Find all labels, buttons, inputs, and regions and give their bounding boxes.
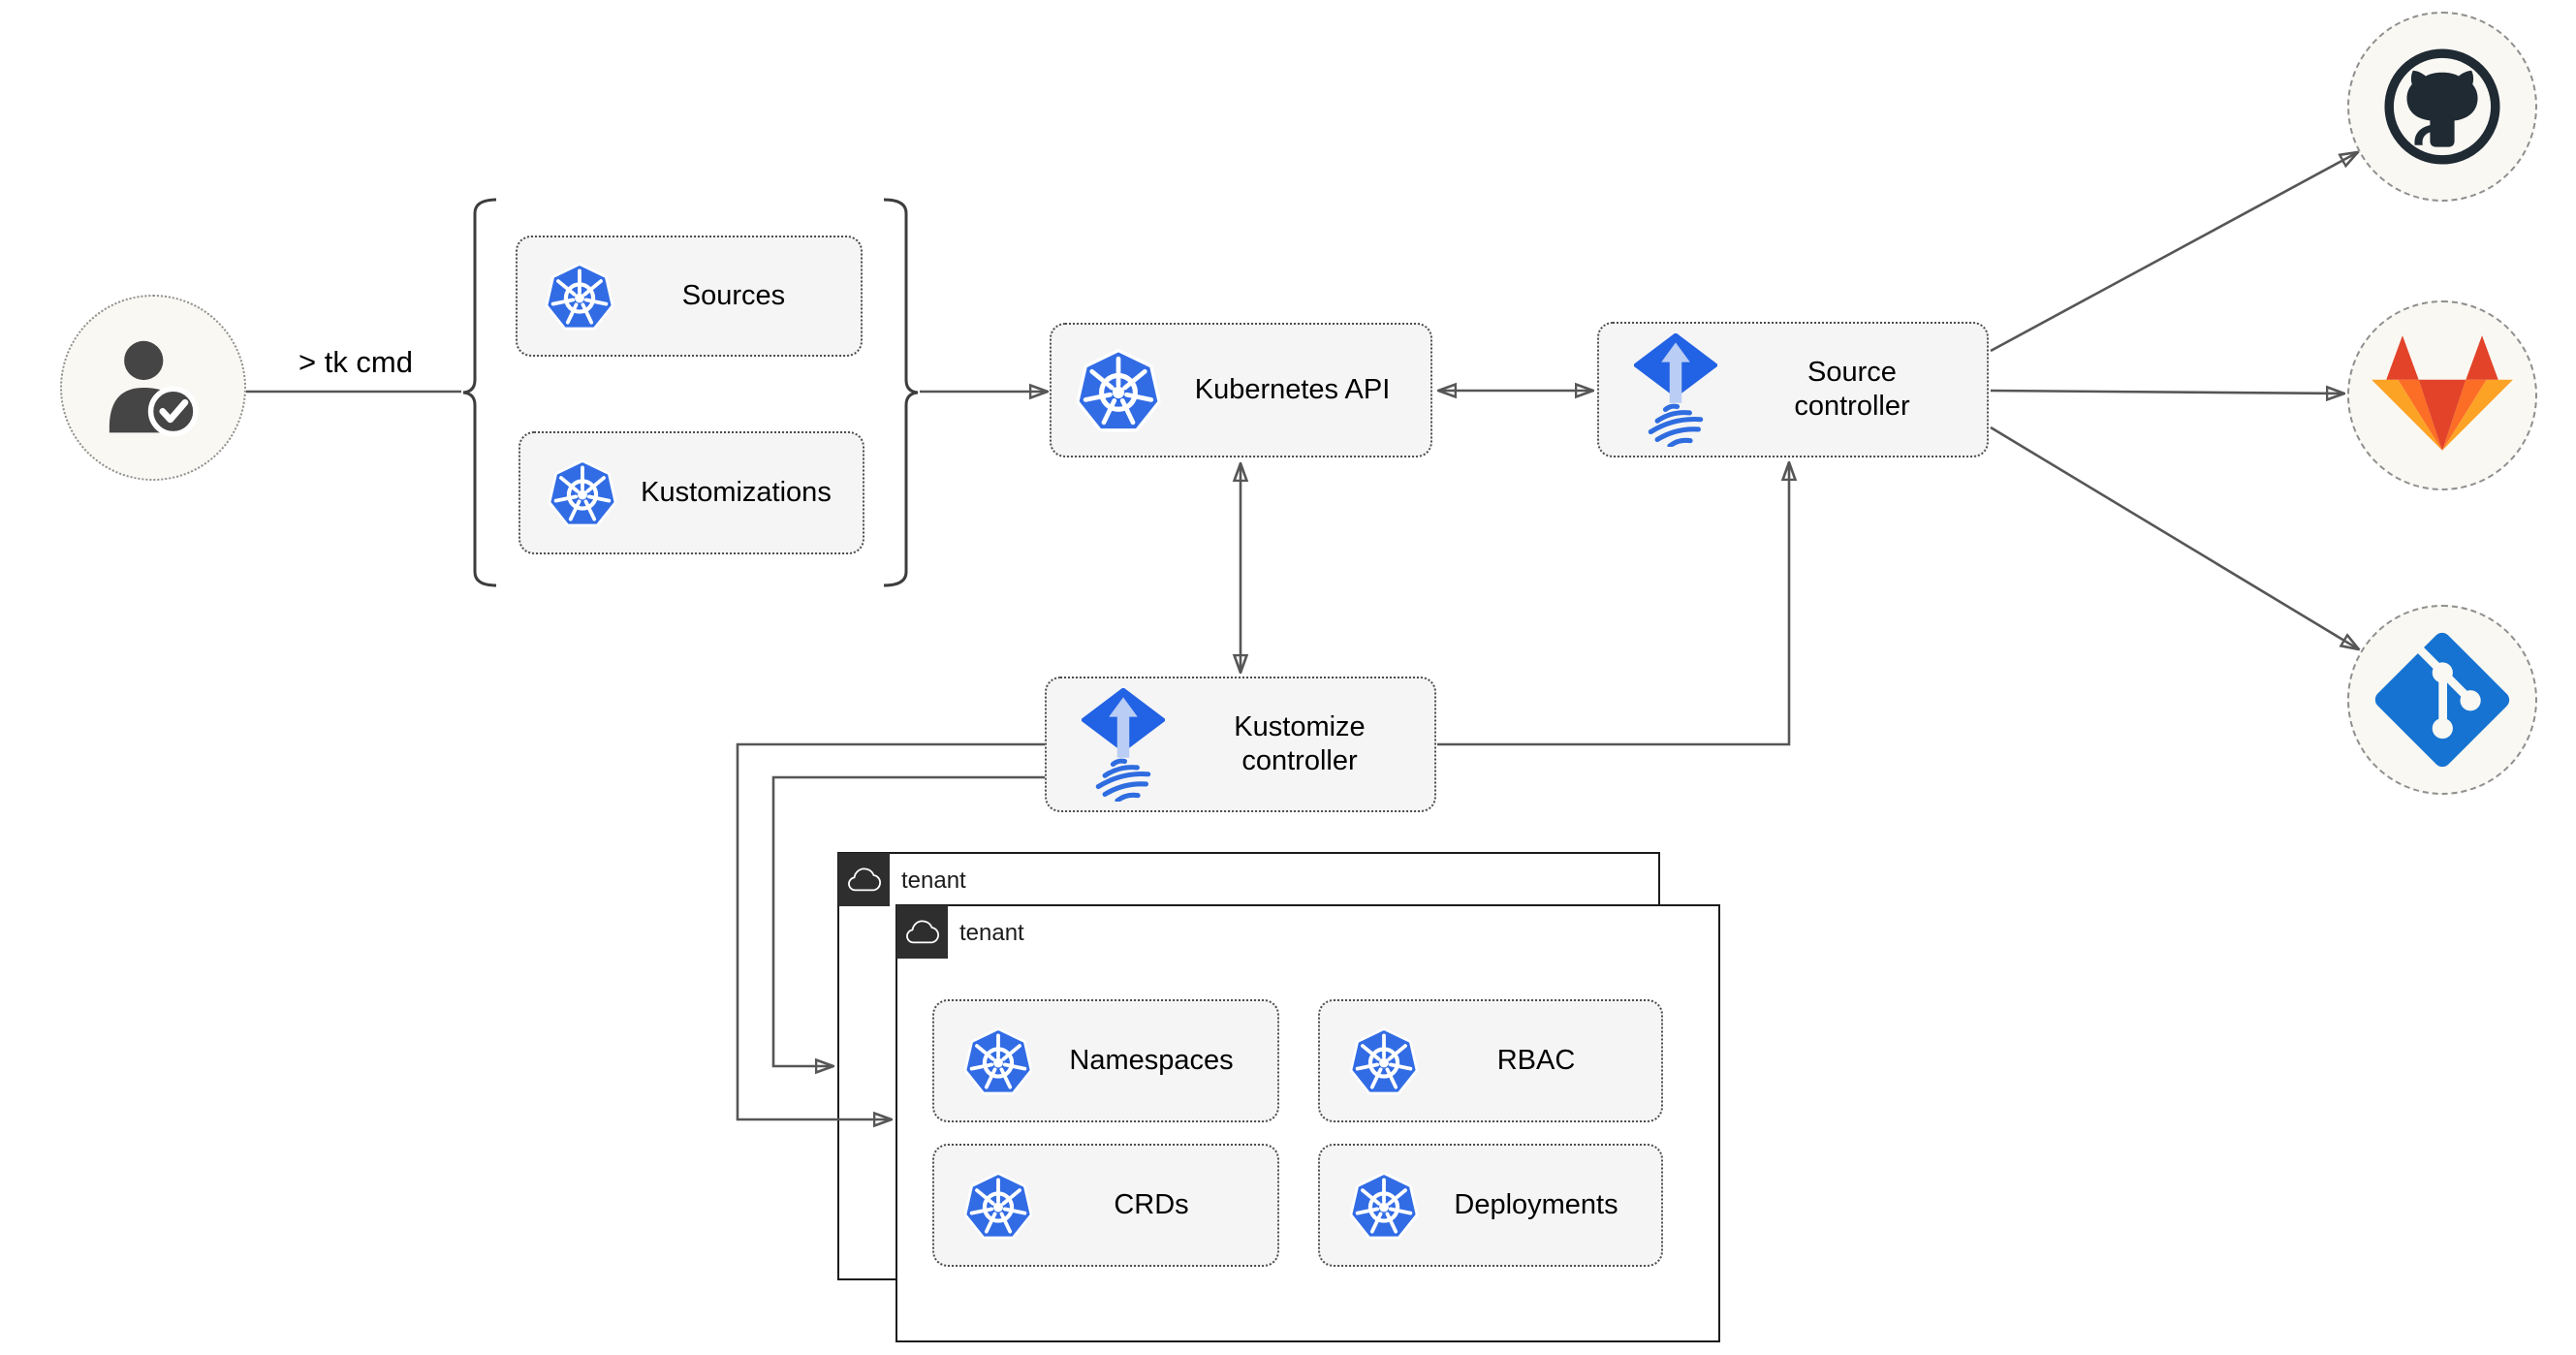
node-sources-label: Sources xyxy=(681,279,786,311)
node-namespaces: Namespaces xyxy=(932,999,1279,1122)
kubernetes-icon xyxy=(543,260,616,333)
tenant-front-header xyxy=(896,905,948,959)
node-kubernetes-api-label: Kubernetes API xyxy=(1194,373,1391,405)
node-rbac-label: RBAC xyxy=(1496,1044,1576,1076)
node-crds: CRDs xyxy=(932,1144,1279,1267)
tenant-group-front: tenant xyxy=(895,904,1720,1342)
edge-sourcectrl-gitlab xyxy=(1990,391,2344,394)
node-kustomize-controller-label: Kustomize controller xyxy=(1234,710,1366,776)
kubernetes-icon xyxy=(1347,1169,1421,1243)
node-deployments: Deployments xyxy=(1318,1144,1663,1267)
kubernetes-icon xyxy=(546,457,619,530)
node-deployments-label: Deployments xyxy=(1454,1188,1618,1220)
kubernetes-icon xyxy=(1347,1024,1421,1098)
gitlab-icon xyxy=(2369,330,2516,462)
provider-git-bubble xyxy=(2347,605,2537,795)
tenant-back-header xyxy=(838,853,890,906)
node-source-controller: Source controller xyxy=(1597,322,1989,457)
cloud-icon xyxy=(904,920,940,945)
node-namespaces-label: Namespaces xyxy=(1069,1044,1234,1076)
flux-icon xyxy=(1082,688,1165,802)
kubernetes-icon xyxy=(961,1169,1035,1243)
node-kustomize-controller: Kustomize controller xyxy=(1045,677,1436,812)
edge-sourcectrl-git xyxy=(1990,425,2359,649)
node-kubernetes-api: Kubernetes API xyxy=(1050,323,1432,457)
git-icon xyxy=(2372,629,2513,771)
provider-github-bubble xyxy=(2347,12,2537,202)
user-check-icon xyxy=(94,329,212,447)
flux-icon xyxy=(1634,333,1717,447)
cli-command-label: > tk cmd xyxy=(298,345,413,379)
cloud-icon xyxy=(846,867,882,893)
node-source-controller-label: Source controller xyxy=(1794,356,1910,422)
node-rbac: RBAC xyxy=(1318,999,1663,1122)
tenant-back-label: tenant xyxy=(901,867,966,894)
node-crds-label: CRDs xyxy=(1114,1188,1189,1220)
github-icon xyxy=(2381,46,2503,168)
kubernetes-icon xyxy=(1073,345,1164,436)
edge-kustomizectrl-sourcectrl xyxy=(1437,462,1789,746)
node-kustomizations-label: Kustomizations xyxy=(641,476,832,508)
provider-gitlab-bubble xyxy=(2347,300,2537,490)
node-kustomizations: Kustomizations xyxy=(518,431,864,554)
kubernetes-icon xyxy=(961,1024,1035,1098)
edge-sourcectrl-github xyxy=(1990,152,2358,353)
node-sources: Sources xyxy=(516,236,863,357)
user-bubble xyxy=(60,295,246,481)
tenant-front-label: tenant xyxy=(959,919,1024,946)
